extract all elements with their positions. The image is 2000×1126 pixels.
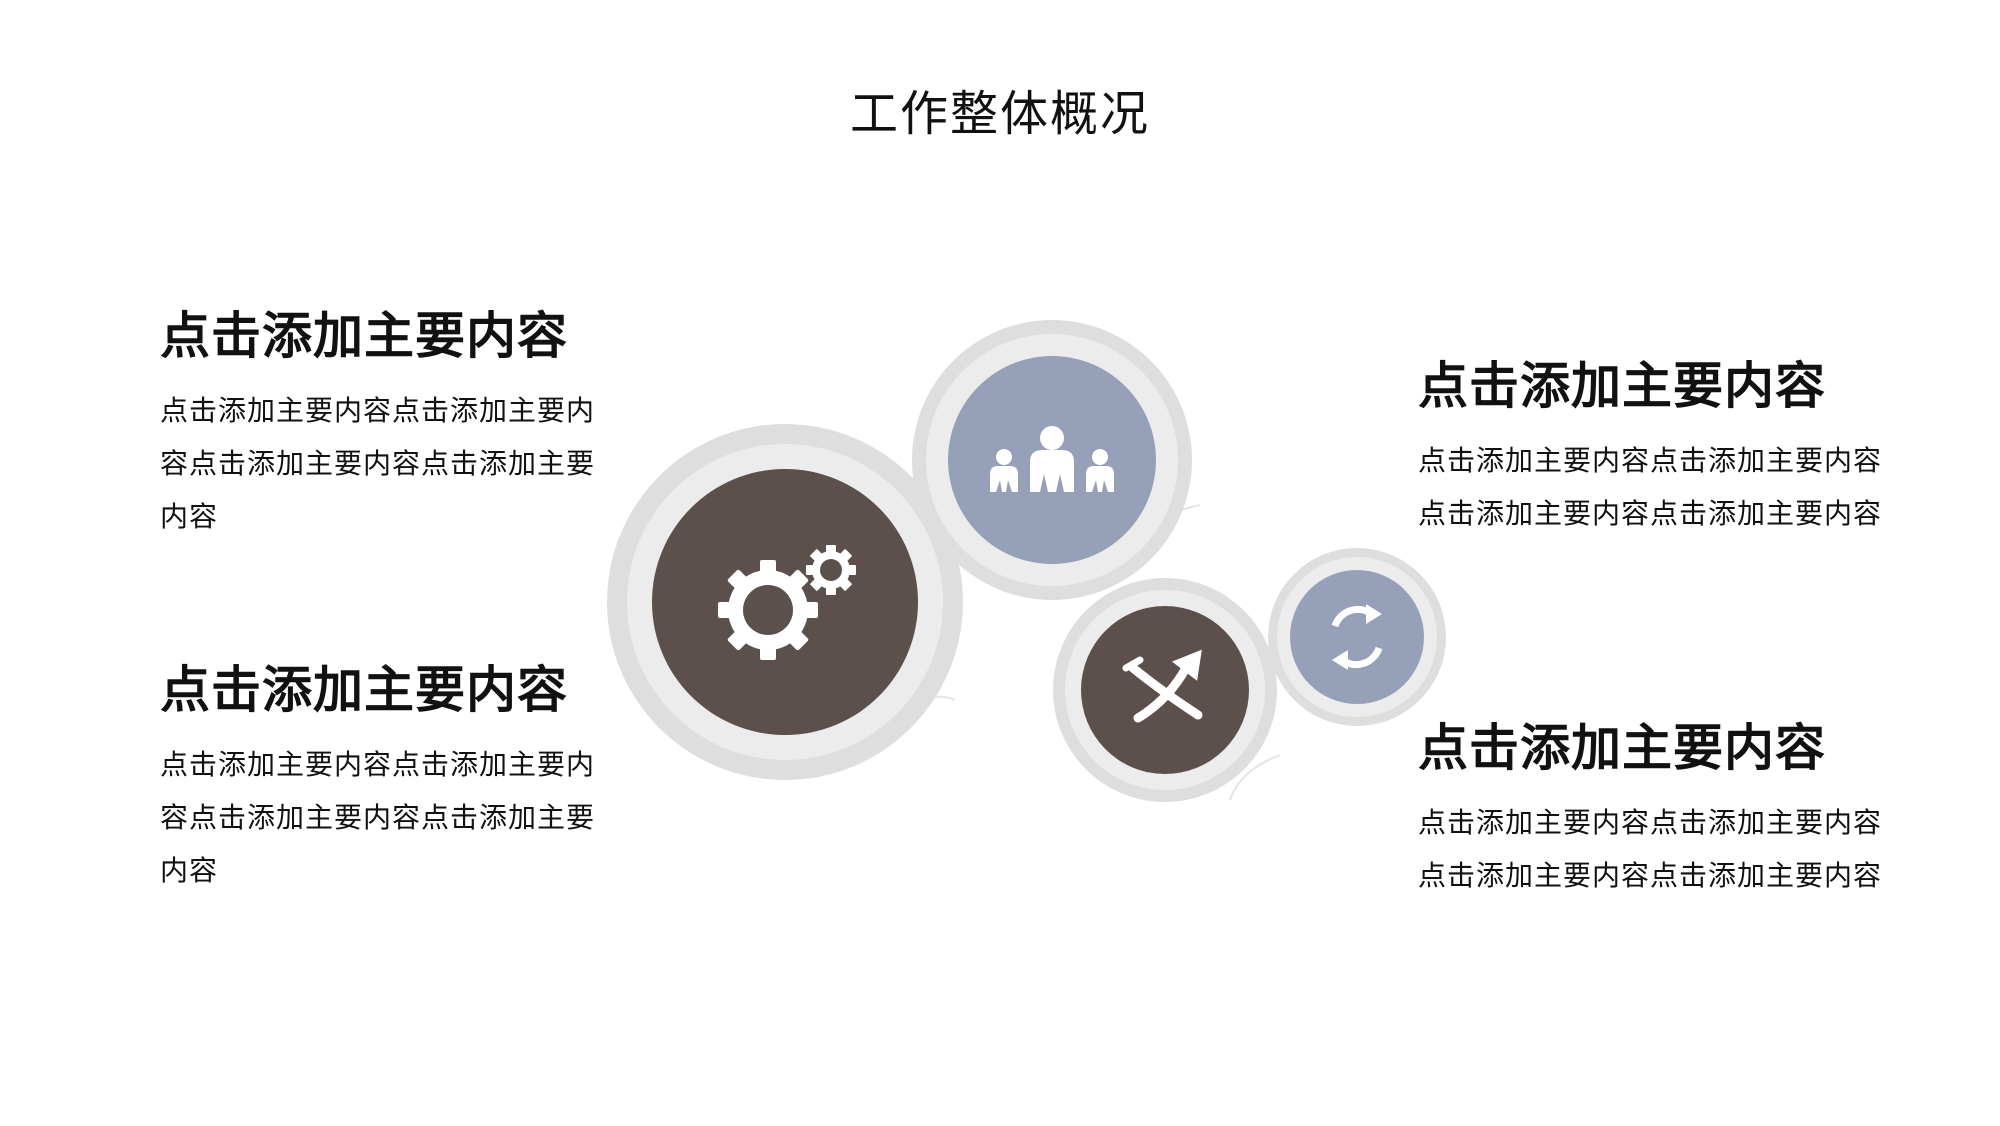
content-block-top-right[interactable]: 点击添加主要内容 点击添加主要内容点击添加主要内容点击添加主要内容点击添加主要内… [1418, 356, 1898, 540]
block-body: 点击添加主要内容点击添加主要内容点击添加主要内容点击添加主要内容 [1418, 806, 1883, 892]
content-block-top-left[interactable]: 点击添加主要内容 点击添加主要内容点击添加主要内容点击添加主要内容点击添加主要内… [160, 306, 600, 543]
block-heading: 点击添加主要内容 [160, 661, 568, 719]
refresh-circle[interactable] [1268, 548, 1446, 726]
content-block-bottom-left[interactable]: 点击添加主要内容 点击添加主要内容点击添加主要内容点击添加主要内容点击添加主要内… [160, 660, 600, 897]
block-heading: 点击添加主要内容 [1418, 719, 1826, 777]
crossing-arrows-icon [1122, 649, 1203, 723]
arrows-circle[interactable] [1053, 578, 1277, 802]
family-circle[interactable] [912, 320, 1192, 600]
block-body: 点击添加主要内容点击添加主要内容点击添加主要内容点击添加主要内容 [160, 748, 596, 887]
gears-icon [718, 545, 856, 660]
page-title: 工作整体概况 [849, 86, 1150, 142]
decor-curve [1229, 754, 1281, 801]
block-heading: 点击添加主要内容 [1418, 357, 1826, 415]
block-body: 点击添加主要内容点击添加主要内容点击添加主要内容点击添加主要内容 [160, 394, 596, 533]
family-icon [990, 426, 1114, 492]
gears-circle[interactable] [607, 424, 963, 780]
refresh-icon [1331, 604, 1383, 670]
content-block-bottom-right[interactable]: 点击添加主要内容 点击添加主要内容点击添加主要内容点击添加主要内容点击添加主要内… [1418, 718, 1898, 902]
block-body: 点击添加主要内容点击添加主要内容点击添加主要内容点击添加主要内容 [1418, 444, 1883, 530]
circle-core [1290, 570, 1424, 704]
block-heading: 点击添加主要内容 [160, 307, 568, 365]
